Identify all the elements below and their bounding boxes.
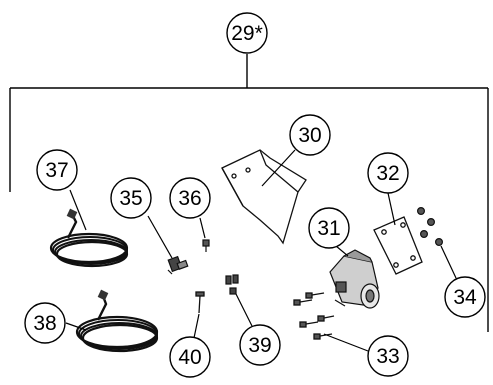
callout-35-text: 35: [119, 187, 142, 210]
callout-31-text: 31: [317, 217, 340, 240]
bracket-30: [221, 149, 307, 245]
callout-40-text: 40: [178, 346, 201, 369]
leader-30: [261, 149, 296, 187]
callout-36: 36: [169, 177, 211, 219]
callout-30: 30: [289, 114, 331, 156]
callout-35: 35: [110, 177, 152, 219]
callout-29-text: 29*: [231, 22, 263, 45]
coiled-cable-38: [75, 289, 159, 353]
leader-34: [440, 245, 457, 279]
callout-38: 38: [24, 302, 66, 344]
callout-39-text: 39: [248, 334, 271, 357]
leader-38: [65, 322, 87, 331]
callout-36-text: 36: [178, 187, 201, 210]
leader-32: [387, 192, 396, 226]
callout-32-text: 32: [376, 162, 399, 185]
callout-29: 29*: [226, 12, 268, 54]
callout-38-text: 38: [33, 312, 56, 335]
screw-36: [202, 239, 210, 252]
callout-34-text: 34: [453, 286, 477, 309]
callout-39: 39: [239, 324, 281, 366]
assembly-bracket: [9, 54, 489, 332]
callout-37-text: 37: [45, 159, 68, 182]
leader-33: [323, 333, 369, 352]
callout-34: 34: [444, 276, 486, 318]
callout-30-text: 30: [298, 124, 321, 147]
leader-36: [199, 217, 206, 239]
callout-31: 31: [308, 207, 350, 249]
callout-32: 32: [367, 152, 409, 194]
coiled-cable-37: [49, 208, 129, 268]
callout-40: 40: [169, 336, 211, 378]
pin-40: [195, 291, 205, 314]
motor-31: [329, 249, 380, 309]
clips-39: [225, 274, 239, 295]
callout-37: 37: [36, 149, 78, 191]
leader-37: [69, 189, 87, 231]
nuts-34: [417, 207, 444, 247]
leader-40: [193, 313, 200, 339]
leader-35: [147, 215, 173, 259]
callout-33-text: 33: [376, 345, 399, 368]
leader-39: [235, 293, 253, 327]
clip-35: [167, 255, 189, 275]
bolts-33: [293, 292, 335, 340]
plate-32: [373, 216, 423, 275]
leader-31: [335, 245, 349, 257]
callout-33: 33: [367, 335, 409, 377]
